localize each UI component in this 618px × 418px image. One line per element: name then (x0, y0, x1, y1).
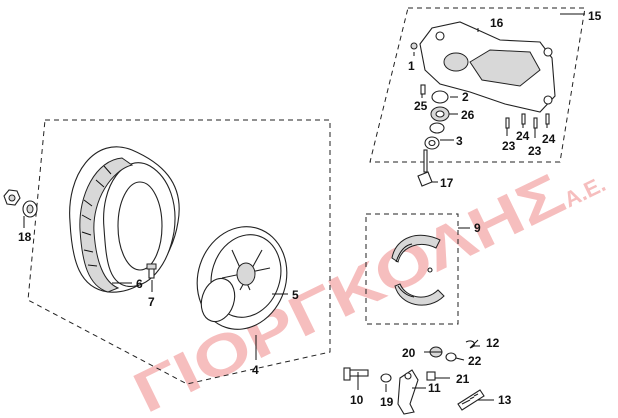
callout-24a: 24 (516, 129, 530, 143)
callout-18: 18 (18, 230, 32, 244)
callout-22: 22 (468, 354, 482, 368)
brake-panel (419, 21, 556, 113)
callout-13: 13 (498, 393, 512, 407)
brake-arm (397, 369, 419, 415)
callout-3: 3 (456, 134, 463, 148)
washer (445, 352, 457, 362)
callout-24b: 24 (542, 132, 556, 146)
callout-10: 10 (350, 393, 364, 407)
pin (545, 113, 550, 125)
callout-26: 26 (461, 108, 475, 122)
brake-panel-frame (369, 7, 586, 163)
callout-15: 15 (588, 9, 602, 23)
washer (380, 373, 392, 383)
tire (69, 146, 180, 293)
callout-9: 9 (474, 221, 481, 235)
brake-shoes (391, 234, 445, 306)
axle-nut (3, 189, 21, 206)
spring-clip (465, 339, 479, 349)
callout-2: 2 (462, 90, 469, 104)
callout-1: 1 (408, 59, 415, 73)
watermark-suffix-text: A.E. (560, 171, 609, 212)
bolt (410, 42, 418, 50)
callout-17: 17 (440, 176, 454, 190)
pin (505, 117, 510, 129)
pin (521, 113, 526, 125)
callout-21: 21 (456, 372, 470, 386)
brake-shoe-frame (365, 213, 459, 325)
callout-16: 16 (490, 16, 504, 30)
axle-washer (22, 200, 38, 218)
callout-19: 19 (380, 395, 394, 409)
callout-20: 20 (402, 346, 416, 360)
callout-5: 5 (292, 288, 299, 302)
wheel-assembly-frame (27, 119, 331, 385)
valve (146, 263, 157, 279)
indicator-plate (426, 371, 436, 381)
rim (196, 226, 288, 330)
spring (457, 389, 485, 411)
callout-12: 12 (486, 336, 500, 350)
callout-4: 4 (252, 363, 259, 377)
callout-25: 25 (414, 99, 428, 113)
callout-11: 11 (428, 381, 441, 395)
leader-lines (23, 13, 585, 401)
callout-6: 6 (136, 277, 143, 291)
axle-bolt (343, 367, 369, 381)
callout-23a: 23 (502, 139, 516, 153)
pin (533, 117, 538, 129)
callout-23b: 23 (528, 144, 542, 158)
callout-7: 7 (148, 295, 155, 309)
